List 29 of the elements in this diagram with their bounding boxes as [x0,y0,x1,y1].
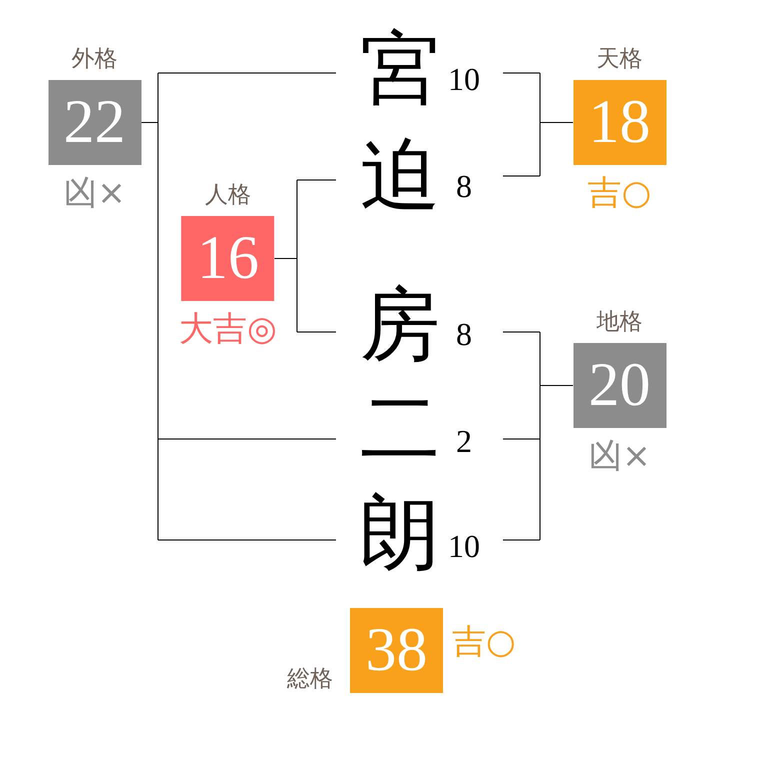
fortune-label: 大吉◎ [179,309,277,349]
bracket-line [140,72,336,540]
stroke-count: 8 [455,318,473,350]
score-box: 22 [48,80,141,165]
fortune-label: 吉○ [588,173,652,213]
stroke-count: 10 [447,530,481,562]
stroke-count: 10 [447,63,481,95]
name-character: 朗 [360,494,440,574]
category-label: 地格 [596,308,642,336]
stroke-count: 8 [455,170,473,202]
category-label: 総格 [287,665,333,693]
category-label: 外格 [72,45,118,73]
name-character: 二 [360,389,440,469]
name-character: 房 [360,286,440,366]
score-box: 18 [573,80,666,165]
stroke-count: 2 [455,425,473,457]
bracket-line [502,332,574,540]
name-character: 宮 [360,30,440,110]
score-box: 16 [182,216,274,301]
fortune-label: 吉○ [452,622,516,662]
category-label: 人格 [205,181,251,209]
score-box: 20 [573,343,666,428]
bracket-line [274,180,336,332]
name-character: 迫 [360,136,440,216]
category-label: 天格 [596,45,642,73]
score-box: 38 [350,608,443,693]
fortune-label: 凶× [63,173,126,213]
fortune-label: 凶× [588,436,651,476]
bracket-line [502,72,574,176]
